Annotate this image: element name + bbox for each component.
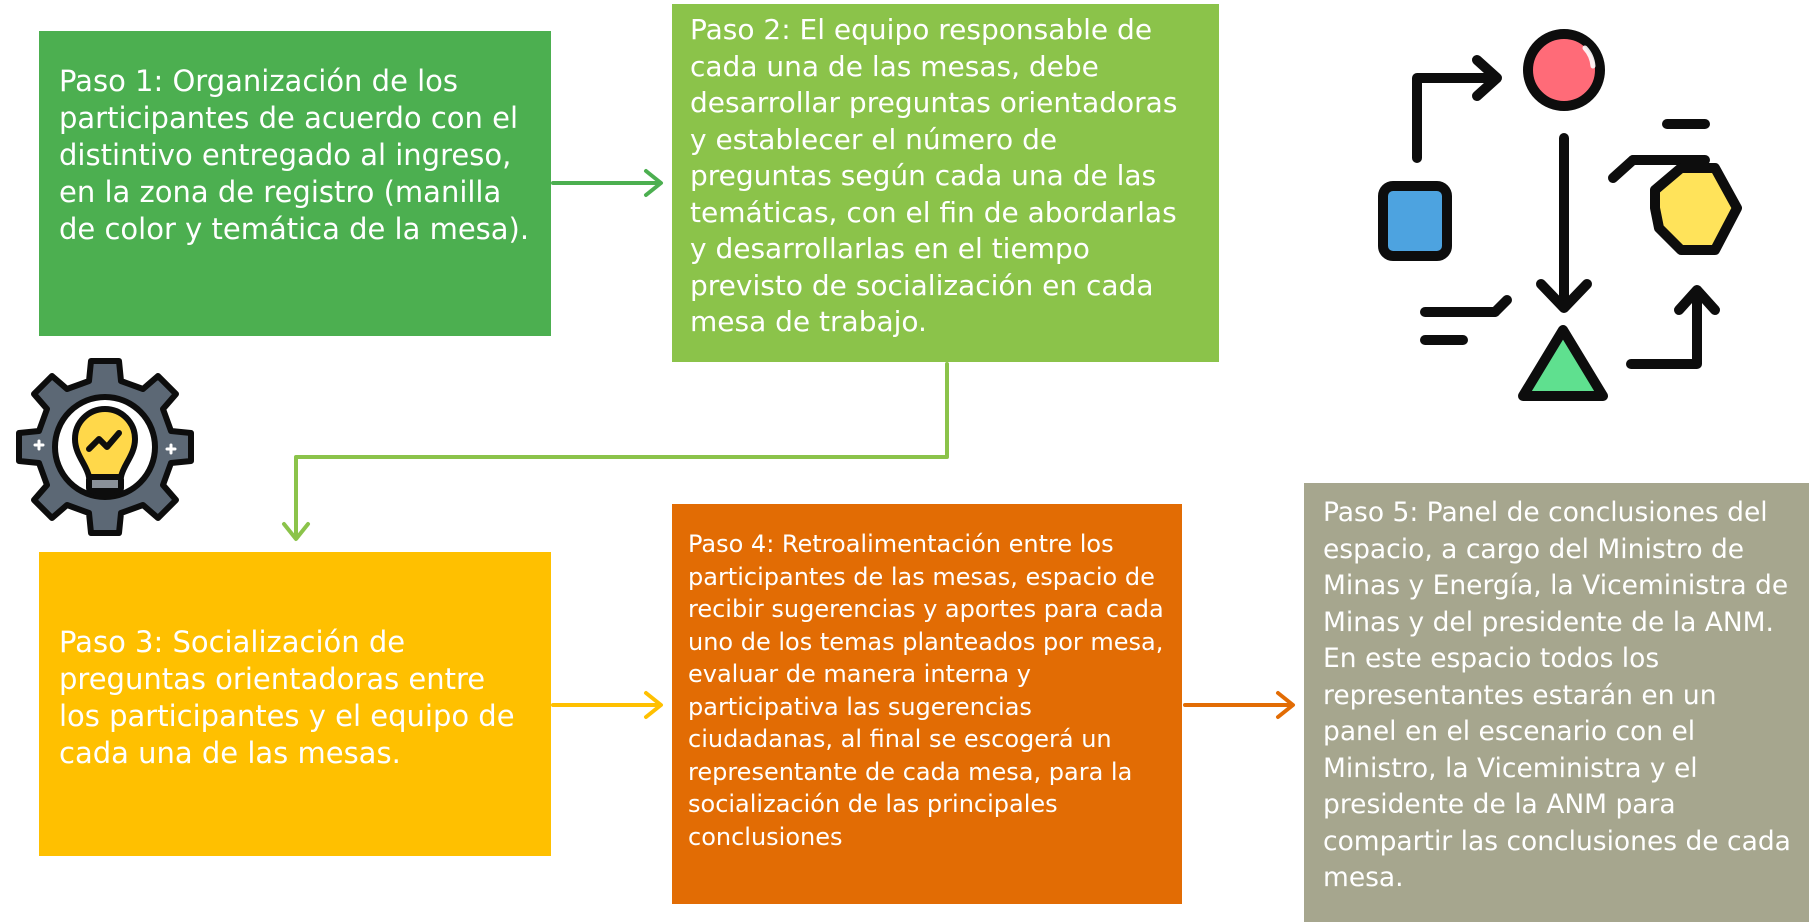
step-3-text: Paso 3: Socialización de preguntas orien…: [59, 625, 515, 770]
arrow-step1-to-step2: [551, 169, 663, 197]
arrow-step4-to-step5: [1183, 691, 1295, 719]
step-3-box: Paso 3: Socialización de preguntas orien…: [39, 552, 551, 856]
step-1-box: Paso 1: Organización de los participante…: [39, 31, 551, 336]
step-4-box: Paso 4: Retroalimentación entre los part…: [672, 504, 1182, 904]
lightbulb-gear-icon: [16, 358, 194, 536]
step-2-box: Paso 2: El equipo responsable de cada un…: [672, 4, 1219, 362]
step-2-text: Paso 2: El equipo responsable de cada un…: [690, 13, 1178, 338]
step-4-text: Paso 4: Retroalimentación entre los part…: [688, 530, 1164, 851]
step-5-box: Paso 5: Panel de conclusiones del espaci…: [1304, 483, 1809, 922]
step-1-text: Paso 1: Organización de los participante…: [59, 64, 530, 246]
process-flow-icon: [1378, 29, 1742, 401]
arrow-step3-to-step4: [551, 691, 663, 719]
step-5-text: Paso 5: Panel de conclusiones del espaci…: [1323, 497, 1791, 893]
